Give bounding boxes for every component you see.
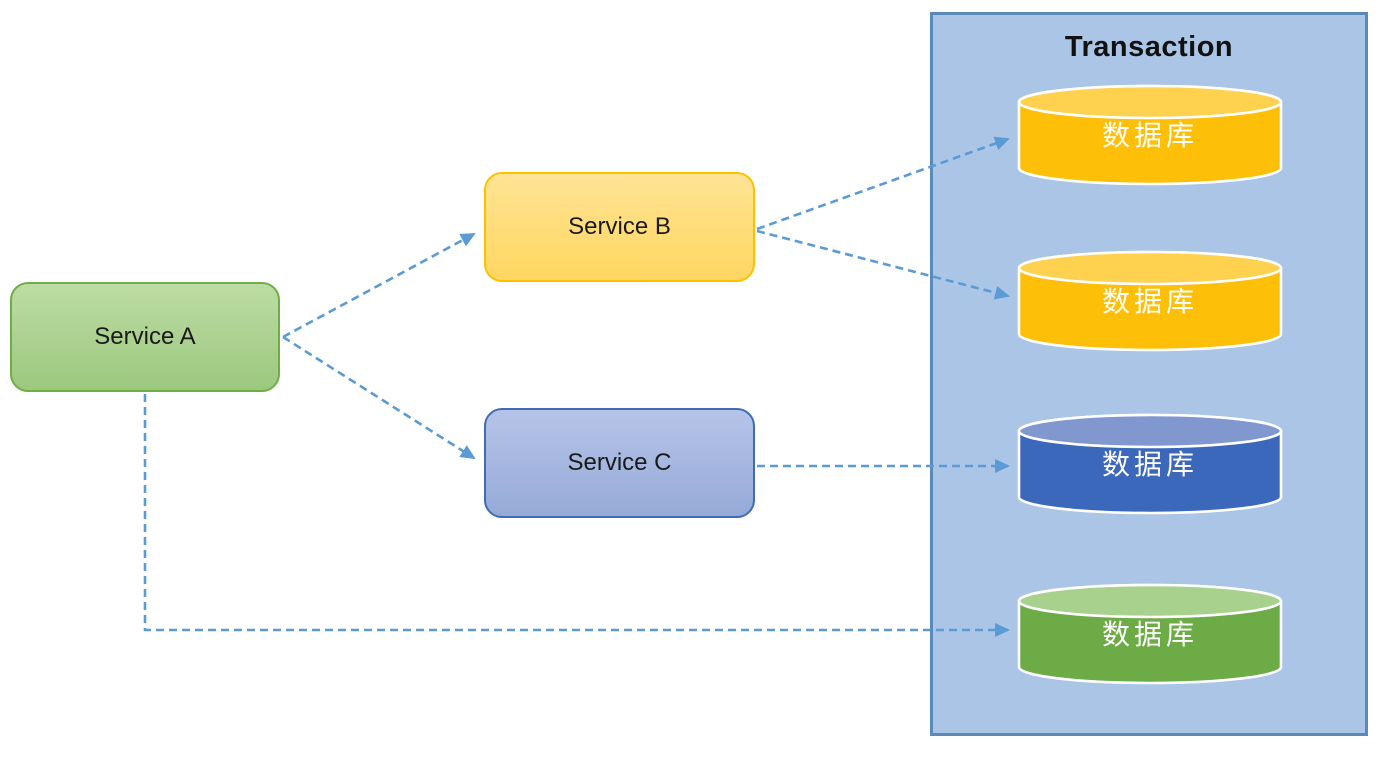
- edge-service-a-to-service-b: [282, 232, 476, 339]
- database-cylinder-blue: 数据库: [1017, 413, 1283, 515]
- node-service-c: Service C: [484, 408, 755, 518]
- node-service-a-label: Service A: [94, 323, 196, 350]
- database-icon: [1017, 250, 1283, 352]
- node-service-c-label: Service C: [567, 449, 672, 476]
- database-label: 数据库: [1101, 120, 1198, 151]
- database-icon: [1017, 413, 1283, 515]
- database-label: 数据库: [1101, 619, 1198, 650]
- transaction-panel-title: Transaction: [1064, 31, 1234, 63]
- database-cylinder-yellow-1: 数据库: [1017, 84, 1283, 186]
- database-icon: [1017, 84, 1283, 186]
- database-cylinder-yellow-2: 数据库: [1017, 250, 1283, 352]
- node-service-a: Service A: [10, 282, 280, 392]
- node-service-b: Service B: [484, 172, 755, 282]
- database-label: 数据库: [1101, 449, 1198, 480]
- node-service-b-label: Service B: [568, 213, 671, 240]
- edge-service-a-to-service-c: [282, 335, 476, 460]
- database-label: 数据库: [1101, 286, 1198, 317]
- database-cylinder-green: 数据库: [1017, 583, 1283, 685]
- database-icon: [1017, 583, 1283, 685]
